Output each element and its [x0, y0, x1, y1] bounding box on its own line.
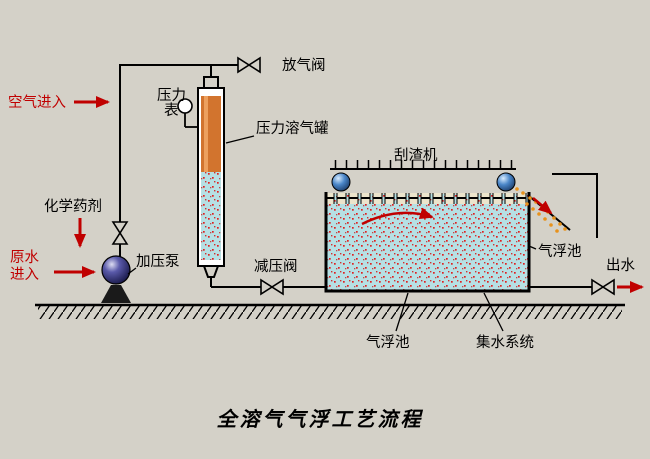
- label-raw-water-2: 进入: [10, 266, 39, 283]
- label-pressure-reducing-valve: 减压阀: [254, 258, 298, 275]
- label-pressure-pump: 加压泵: [136, 253, 180, 270]
- air-release-valve-symbol: [237, 57, 261, 73]
- diagram-title: 全溶气气浮工艺流程: [217, 407, 424, 431]
- label-pressure-gauge-1: 压力: [157, 87, 186, 104]
- scum-scraper-mechanism: [330, 160, 516, 192]
- label-air-release-valve: 放气阀: [282, 57, 326, 74]
- scraper-flights: [327, 193, 528, 204]
- label-water-out: 出水: [606, 257, 635, 274]
- ground: [35, 303, 625, 319]
- ground-hatching: [38, 306, 622, 319]
- column-cap: [203, 76, 219, 89]
- scraper-wheel-left: [331, 172, 351, 192]
- label-scum-scraper: 刮渣机: [394, 147, 438, 164]
- tank-water: [327, 194, 528, 290]
- pressure-gauge-dial: [177, 98, 193, 114]
- scraper-wheel-right: [496, 172, 516, 192]
- flow-arrows: [54, 96, 644, 293]
- scum-discharge: [515, 173, 598, 238]
- pipes: [119, 64, 592, 288]
- pressure-pump-symbol: [101, 255, 131, 303]
- column-aerated-water: [201, 172, 221, 260]
- pump-body: [101, 255, 131, 285]
- leader-pump: [127, 267, 137, 275]
- leader-collection-system: [483, 292, 504, 332]
- pump-base: [101, 285, 131, 303]
- scum-trough-wall: [552, 173, 598, 238]
- leader-dissolving-tank: [225, 135, 255, 144]
- label-chemical-agent: 化学药剂: [44, 198, 102, 215]
- pressure-gauge: [177, 98, 199, 128]
- label-flotation-tank-bottom: 气浮池: [366, 334, 410, 351]
- column-neck: [202, 265, 220, 278]
- leader-lines: [127, 135, 537, 332]
- label-pressure-dissolving-tank: 压力溶气罐: [256, 120, 329, 137]
- flotation-tank: [324, 192, 531, 293]
- outlet-valve-symbol: [591, 279, 615, 295]
- chemical-valve-symbol: [112, 221, 128, 245]
- label-raw-water-1: 原水: [10, 249, 39, 266]
- label-air-in: 空气进入: [8, 94, 66, 111]
- scraper-rail-ticks: [332, 160, 514, 169]
- label-water-collection-system: 集水系统: [476, 334, 534, 351]
- leader-flotation-tank: [395, 292, 409, 332]
- flow-arrow: [361, 207, 434, 226]
- scum-flow-arrow: [532, 197, 553, 215]
- pressure-dissolving-tank: [197, 76, 225, 278]
- column-highlight: [204, 96, 208, 172]
- leader-flotation-right: [528, 245, 537, 250]
- tank-walls: [324, 192, 531, 293]
- pressure-reducing-valve-symbol: [260, 279, 284, 295]
- label-pressure-gauge-2: 表: [164, 102, 179, 119]
- label-flotation-tank-right: 气浮池: [538, 243, 582, 260]
